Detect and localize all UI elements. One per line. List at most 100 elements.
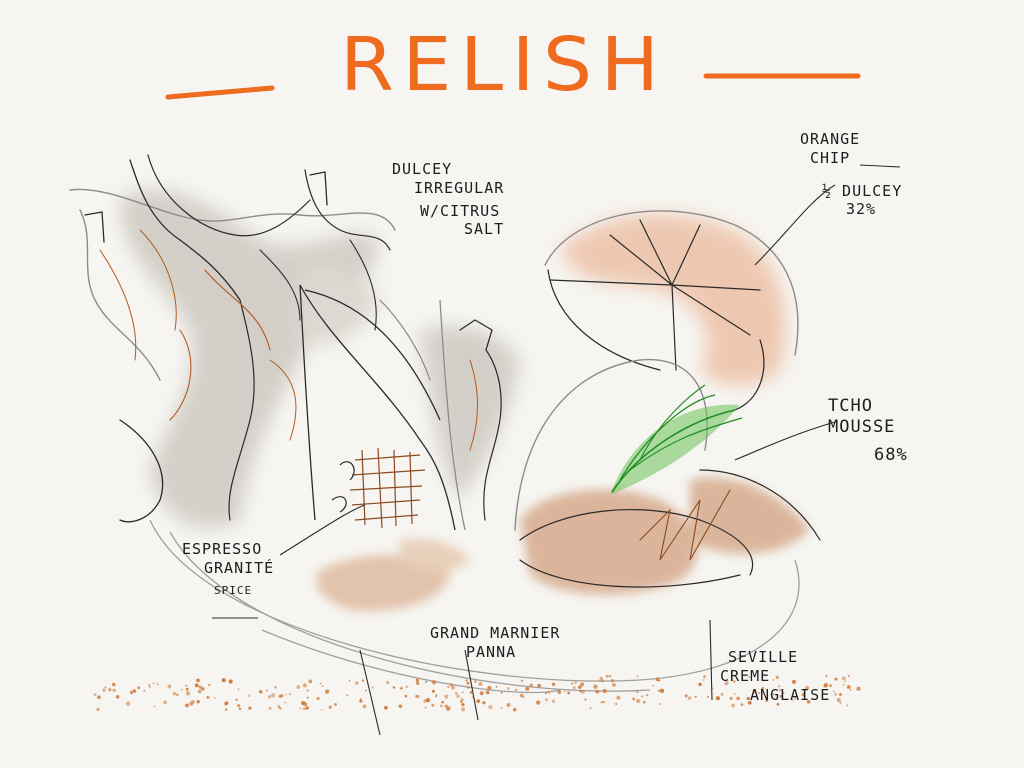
crumb-dot [224,708,228,712]
crumb-dot [424,706,427,709]
crumb-dot [180,688,183,691]
crumb-dot [167,684,172,689]
crumb-dot [362,704,367,709]
crumb-dot [206,695,210,699]
crumb-dot [513,708,517,712]
crumb-dot [779,694,783,698]
crumb-dot [778,688,782,692]
crumb-dot [435,694,438,697]
tcho-line-1: Tcho [828,396,873,416]
crumb-dot [415,678,419,682]
crumb-dot [102,688,106,692]
crumb-dot [847,675,850,678]
crumb-dot [462,691,464,694]
crumb-dot [185,691,191,696]
crumb-dot [208,683,211,687]
crumb-dot [447,706,451,710]
orange-slice-wash [560,214,786,385]
crumb-dot [474,680,477,683]
crumb-dot [267,695,272,699]
crumb-dot [248,706,252,710]
crumb-dot [466,681,470,685]
crumb-dot [775,675,780,680]
crumb-dot [112,688,116,692]
crumb-dot [849,689,852,691]
crumb-dot [776,703,780,706]
crumb-dot [444,704,448,708]
crumb-dot [454,691,458,695]
label-dulcey: Dulcey Irregular w/Citrus Salt [392,160,504,239]
crumb-dot [416,681,420,686]
crumb-dot [547,691,551,694]
crumb-dot [302,707,306,711]
crumb-dot [529,683,534,688]
crumb-dot [740,703,744,706]
crumb-dot [235,698,238,701]
mousse-wash [316,477,810,611]
crumb-dot [706,695,709,698]
crumb-dot [536,700,541,705]
crumb-dot [284,701,287,704]
crumb-dot [143,689,146,692]
crumb-dot [551,682,556,687]
crumb-dot [832,690,835,693]
chocolate-shard [299,284,466,531]
crumb-dot [635,698,641,704]
crumb-dot [237,688,240,690]
crumb-dot [736,696,740,701]
crumb-dot [277,705,281,708]
espresso-granite [331,447,426,529]
crumb-dot [196,678,200,683]
crumb-dot [196,700,200,704]
crumb-dot [485,690,490,695]
crumb-dot [364,689,367,692]
crumb-dot [449,683,453,687]
crumb-dot [224,701,229,705]
crumb-dot [791,679,797,685]
crumb-dot [163,700,167,705]
dulcey-line-1: Dulcey [392,160,453,178]
crumb-dot [482,701,486,705]
crumb-dot [702,679,705,682]
crumb-dot [197,689,202,694]
crumb-dot [632,697,636,701]
crumb-dot [152,682,155,685]
mousse-dome [514,358,821,588]
crumb-dot [595,689,600,694]
crumb-dot [386,681,390,685]
crumb-dot [447,685,450,689]
crumb-dot [715,696,720,701]
crumb-dot [777,685,781,688]
crumb-dot [571,683,573,686]
crumb-dot [308,679,313,684]
crumb-dot [572,686,576,690]
crumb-dot [398,704,403,709]
leader-lines [212,164,901,736]
crumb-dot [199,685,203,690]
crumb-dot [296,685,301,689]
crumb-dot [156,683,159,686]
crumb-dot [461,703,465,707]
crumb-dot [577,685,582,689]
orange-chip-line-2: Chip [810,148,851,167]
crumb-dot [328,705,332,709]
crumb-dot [823,684,828,688]
crumb-dot [319,682,322,685]
tuile-lines [69,154,502,523]
crumb-dot [495,685,498,688]
crumb-dot [765,699,769,703]
crumb-dot [616,695,621,700]
mint-leaf [610,384,743,495]
crumb-dot [836,697,841,703]
crumb-dot [228,679,233,684]
crumb-dot [580,689,585,694]
crumb-dot [731,703,735,708]
crumb-dot [247,694,251,698]
crumb-dot [112,682,116,687]
crumb-dot [384,705,388,710]
crumb-dot [605,674,609,678]
crumb-dot [602,700,605,704]
crumb-dot [834,693,837,696]
crumb-dot [278,694,283,699]
crumb-dot [801,692,806,697]
